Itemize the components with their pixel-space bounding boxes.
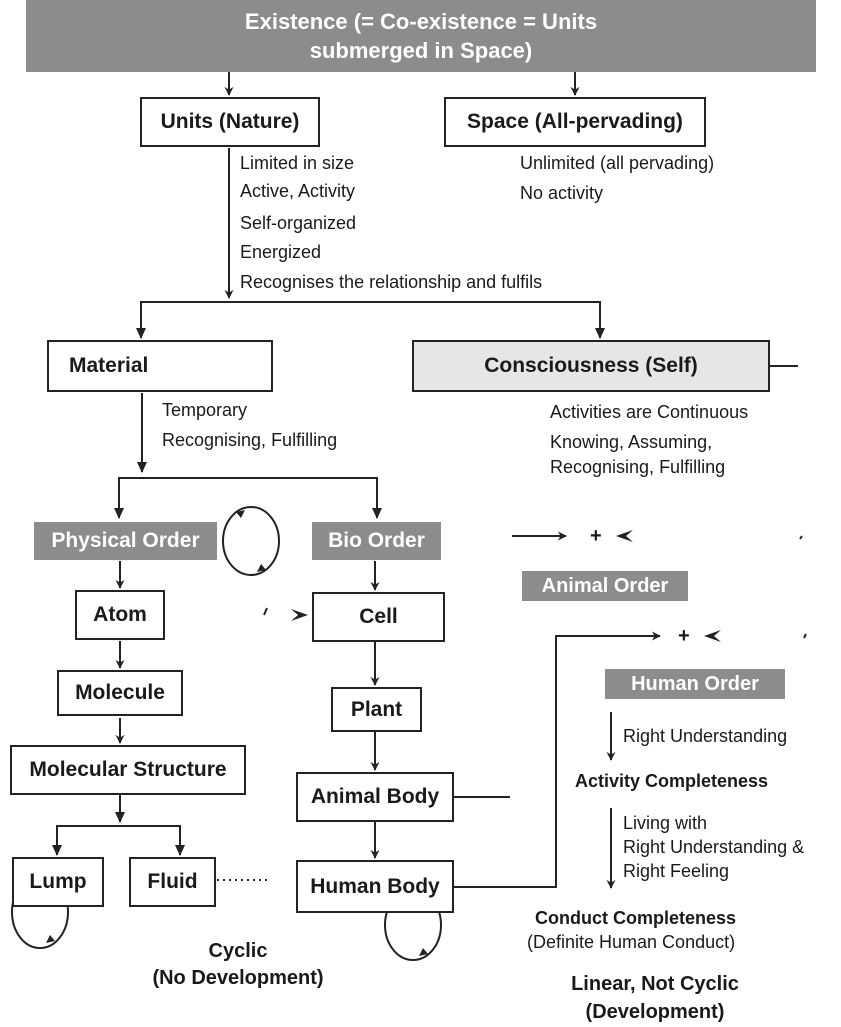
molecular-structure-box: Molecular Structure bbox=[10, 745, 246, 795]
consciousness-box: Consciousness (Self) bbox=[412, 340, 770, 392]
animal-body-box: Animal Body bbox=[296, 772, 454, 822]
existence-header-line2: submerged in Space) bbox=[309, 38, 533, 63]
cell-box: Cell bbox=[312, 592, 445, 642]
conduct-completeness: Conduct Completeness bbox=[535, 908, 737, 928]
molecule-box: Molecule bbox=[57, 670, 183, 716]
units-box: Units (Nature) bbox=[140, 97, 320, 147]
animal-order-label: Animal Order bbox=[522, 571, 688, 601]
atom-box: Atom bbox=[75, 590, 165, 640]
units-trait: Recognises the relationship and fulfils bbox=[240, 272, 543, 292]
living-with-line: Living with bbox=[623, 813, 708, 833]
cyclic-line2: (No Development) bbox=[152, 967, 324, 989]
consciousness-trait: Knowing, Assuming, bbox=[550, 432, 713, 452]
consciousness-trait: Activities are Continuous bbox=[550, 402, 749, 422]
units-trait: Active, Activity bbox=[240, 181, 356, 201]
definite-human-conduct: (Definite Human Conduct) bbox=[527, 932, 736, 952]
space-trait: Unlimited (all pervading) bbox=[520, 153, 715, 173]
physical-order-label: Physical Order bbox=[34, 522, 217, 560]
bio-order-label: Bio Order bbox=[312, 522, 441, 560]
existence-header: Existence (= Co-existence = Units submer… bbox=[26, 0, 816, 72]
material-box: Material bbox=[47, 340, 273, 392]
linear-line2: (Development) bbox=[585, 1001, 725, 1023]
plus-sign: + bbox=[590, 525, 602, 547]
units-trait: Energized bbox=[240, 242, 322, 262]
material-trait: Temporary bbox=[162, 400, 248, 420]
right-understanding-step: Right Understanding bbox=[623, 726, 788, 746]
existence-header-line1: Existence (= Co-existence = Units bbox=[244, 9, 598, 34]
consciousness-trait: Recognising, Fulfilling bbox=[550, 457, 726, 477]
human-order-label: Human Order bbox=[605, 669, 785, 699]
fluid-box: Fluid bbox=[129, 857, 216, 907]
cyclic-line1: Cyclic bbox=[208, 940, 268, 962]
living-with-line: Right Understanding & bbox=[623, 837, 805, 857]
units-trait: Self-organized bbox=[240, 213, 357, 233]
activity-completeness: Activity Completeness bbox=[575, 771, 769, 791]
cyclic-label: Cyclic (No Development) bbox=[118, 938, 358, 992]
material-trait: Recognising, Fulfilling bbox=[162, 430, 338, 450]
lump-box: Lump bbox=[12, 857, 104, 907]
space-trait: No activity bbox=[520, 183, 604, 203]
plus-sign: + bbox=[678, 625, 690, 647]
units-trait: Limited in size bbox=[240, 153, 355, 173]
linear-line1: Linear, Not Cyclic bbox=[571, 973, 739, 995]
living-with-line: Right Feeling bbox=[623, 861, 730, 881]
human-body-box: Human Body bbox=[296, 860, 454, 913]
space-box: Space (All-pervading) bbox=[444, 97, 706, 147]
linear-label: Linear, Not Cyclic (Development) bbox=[530, 970, 780, 1026]
plant-box: Plant bbox=[331, 687, 422, 732]
